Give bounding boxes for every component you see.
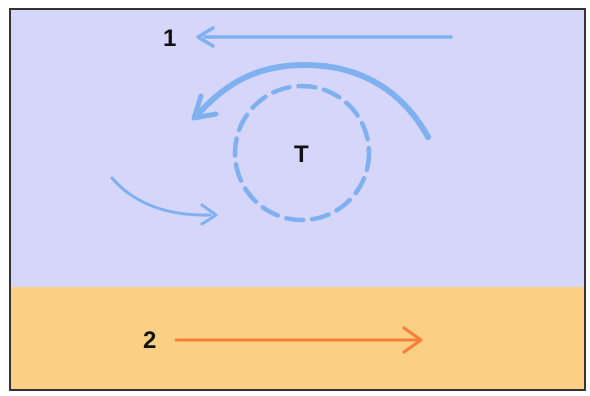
lower-arrow-label: 2 <box>143 327 156 354</box>
upper-arrow-label: 1 <box>163 25 176 52</box>
center-label: T <box>294 141 309 168</box>
